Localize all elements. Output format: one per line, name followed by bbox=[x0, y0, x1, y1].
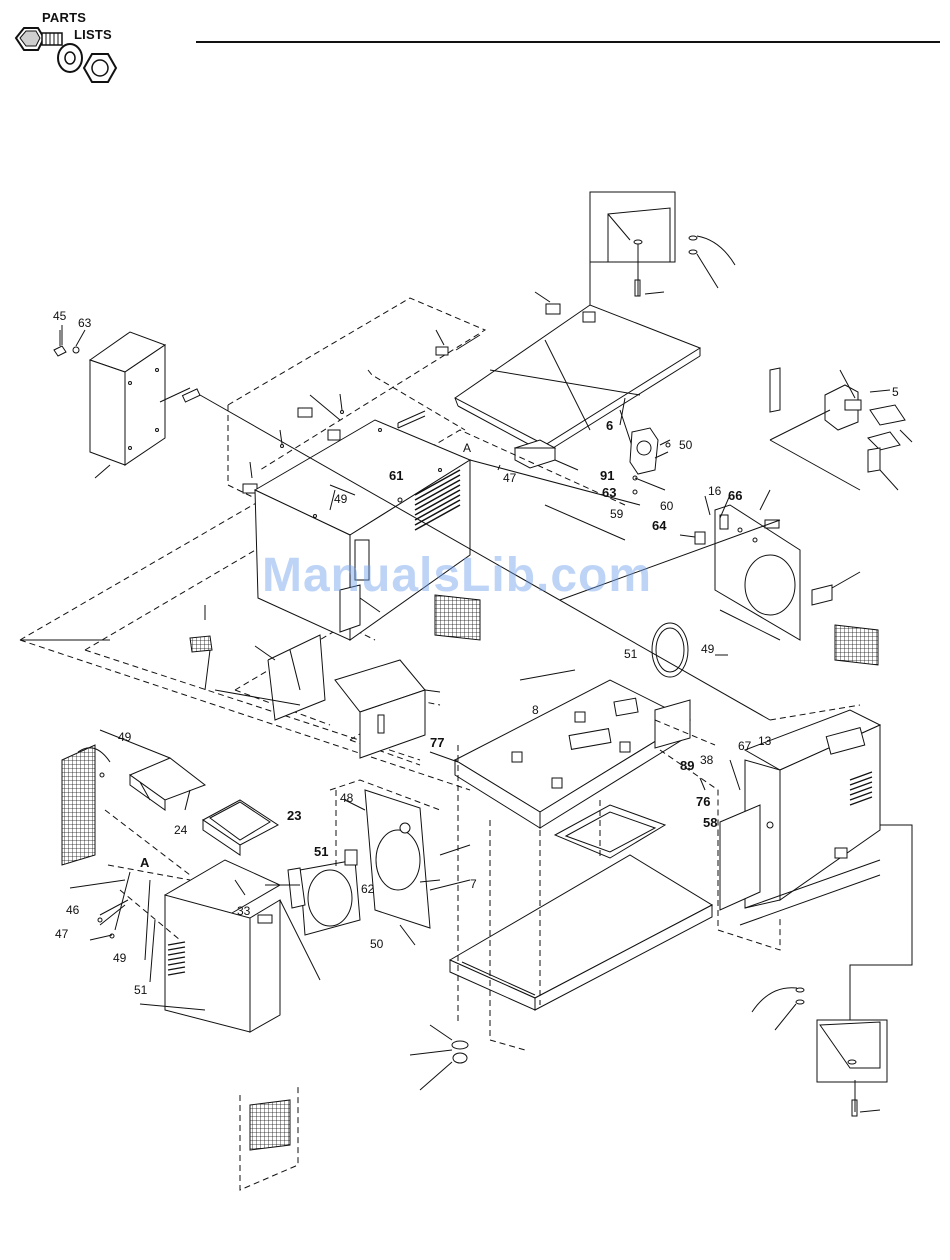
callout-5: 5 bbox=[892, 385, 899, 399]
callout-24: 24 bbox=[174, 823, 188, 837]
callout-67: 67 bbox=[738, 739, 752, 753]
callout-48: 48 bbox=[340, 791, 354, 805]
callout-38: 38 bbox=[700, 753, 714, 767]
callout-77: 77 bbox=[430, 735, 444, 750]
callout-61: 61 bbox=[389, 468, 403, 483]
callout-63: 63 bbox=[78, 316, 92, 330]
callout-76: 76 bbox=[696, 794, 710, 809]
callout-23: 23 bbox=[287, 808, 301, 823]
callout-49: 49 bbox=[701, 642, 715, 656]
callout-A: A bbox=[140, 855, 150, 870]
callout-49: 49 bbox=[118, 730, 132, 744]
callout-89: 89 bbox=[680, 758, 694, 773]
callout-49: 49 bbox=[113, 951, 127, 965]
callout-91: 91 bbox=[600, 468, 614, 483]
callout-66: 66 bbox=[728, 488, 742, 503]
callout-47: 47 bbox=[503, 471, 517, 485]
callout-50: 50 bbox=[679, 438, 693, 452]
callout-49: 49 bbox=[334, 492, 348, 506]
callout-59: 59 bbox=[610, 507, 624, 521]
callout-13: 13 bbox=[758, 734, 772, 748]
callout-62: 62 bbox=[361, 882, 375, 896]
callout-8: 8 bbox=[532, 703, 539, 717]
callout-46: 46 bbox=[66, 903, 80, 917]
callout-A: A bbox=[463, 441, 471, 455]
callout-33: 33 bbox=[237, 904, 251, 918]
callout-60: 60 bbox=[660, 499, 674, 513]
callout-47: 47 bbox=[55, 927, 69, 941]
callout-51: 51 bbox=[134, 983, 148, 997]
callout-16: 16 bbox=[708, 484, 722, 498]
callout-6: 6 bbox=[606, 418, 613, 433]
watermark: ManualsLib.com bbox=[262, 548, 652, 603]
callout-64: 64 bbox=[652, 518, 667, 533]
callout-58: 58 bbox=[703, 815, 717, 830]
callout-50: 50 bbox=[370, 937, 384, 951]
callout-45: 45 bbox=[53, 309, 67, 323]
callout-7: 7 bbox=[470, 877, 477, 891]
callout-51: 51 bbox=[624, 647, 638, 661]
callout-51: 51 bbox=[314, 844, 328, 859]
callout-63: 63 bbox=[602, 485, 616, 500]
